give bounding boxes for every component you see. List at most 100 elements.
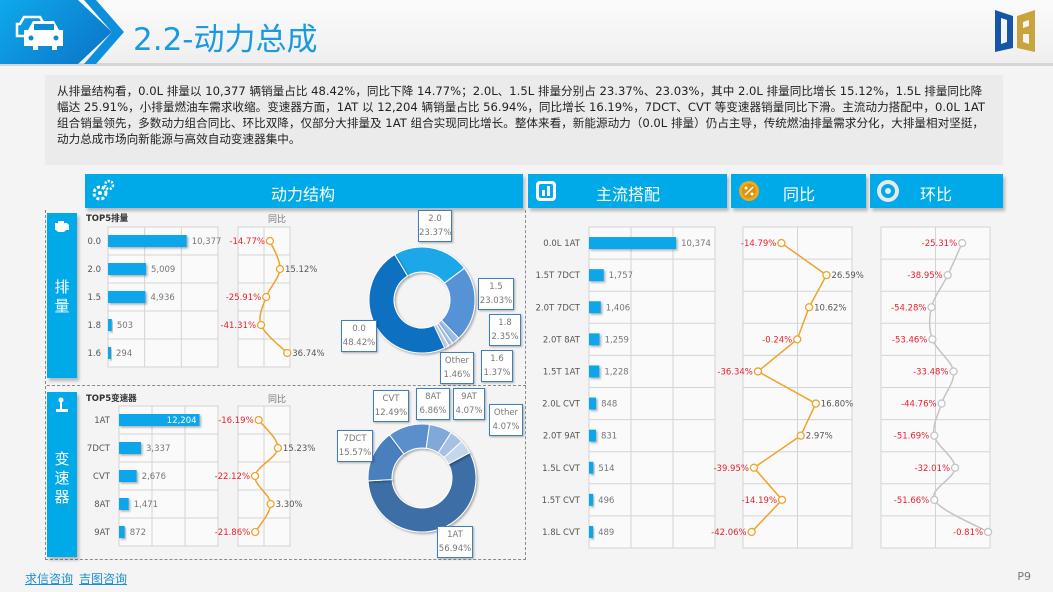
pie-label-pct: 12.49% [374,408,408,418]
pie-slice-1at [367,451,477,533]
mom-point [928,335,937,344]
yoy-label: -21.86% [215,528,250,538]
section-header-yoy: 同比 [731,174,866,208]
yoy-label: -22.12% [215,472,250,482]
yoy-label: -39.95% [713,464,748,474]
pie-label-pct: 23.03% [479,296,513,306]
yoy-point [777,495,787,505]
bar-value-label: 1,406 [606,303,630,313]
bar [108,291,146,303]
yoy-point [266,499,275,509]
bar-value-label: 1,259 [605,335,629,345]
yoy-point [265,236,275,246]
side-label-text: 排量 [54,278,70,315]
yoy-point [254,415,263,425]
section-header-structure: 动力结构 [85,174,523,208]
category-label: 1.5T CVT [542,496,581,506]
pie-label: CVT 12.49% [373,390,409,422]
mom-label: -51.66% [894,496,929,506]
section-header-combo: 主流搭配 [528,174,727,208]
footer-link[interactable]: 求信咨询 [25,572,74,586]
yoy-label: 15.23% [283,444,315,454]
pie-label: Other 1.46% [440,352,474,384]
yoy-point [811,399,820,408]
category-label: 1.5T 7DCT [536,271,581,281]
yoy-label: 3.30% [276,500,303,510]
yoy-label: -36.34% [717,367,752,377]
bar [589,333,600,346]
bar [119,414,200,426]
bar-value-label: 1,471 [134,500,158,510]
yoy-label: -42.06% [711,528,746,538]
pie-label-pct: 1.46% [443,370,471,380]
bar [119,470,137,482]
category-label: 2.0T 8AT [543,335,581,345]
bar-value-label: 496 [598,496,614,506]
yoy-point [251,527,260,537]
yoy-title-transmission: 同比 [268,395,287,405]
bar [119,526,125,538]
gears-icon [92,179,115,201]
ring-icon [877,180,899,202]
pie-label-pct: 23.37% [419,228,452,238]
footer-link[interactable]: 吉图咨询 [79,572,128,586]
category-label: 2.0T 7DCT [536,303,581,313]
mom-label: -44.76% [901,400,936,410]
bar-value-label: 10,377 [192,237,222,247]
category-label: CVT [93,472,111,482]
category-label: 0.0L 1AT [543,239,581,249]
bar-value-label: 4,936 [150,293,174,303]
cars-icon [15,15,63,50]
bar [119,498,129,510]
bar [589,397,597,410]
pie-label-pct: 4.07% [492,422,520,432]
pie-label-name: Other [444,356,470,366]
bar-value-label: 2,676 [142,472,166,482]
panel-divider [47,385,526,386]
pie-label-name: CVT [382,394,400,404]
bar-value-label: 3,337 [146,444,170,454]
mom-point [983,527,993,537]
bar-value-label: 1,228 [604,367,628,377]
yoy-label: 16.80% [821,400,853,410]
bar [108,263,146,275]
pie-label-pct: 48.42% [342,338,376,348]
bar [589,269,604,282]
yoy-label: -16.19% [218,416,253,426]
section-title: 同比 [783,185,816,204]
section-title: 主流搭配 [596,185,661,204]
category-label: 2.0L CVT [542,400,581,410]
mom-label: -33.48% [913,367,948,377]
bar [108,235,187,247]
header [0,0,1053,66]
mom-label: -54.28% [891,303,926,313]
yoy-point [262,292,271,302]
category-label: 1.5T 1AT [543,367,581,377]
yoy-point [777,238,786,248]
yoy-title-displacement: 同比 [268,215,287,225]
bar [589,237,677,250]
bar [589,525,594,538]
mom-label: -38.95% [907,271,942,281]
yoy-label: 2.97% [806,432,833,442]
engine-icon [55,221,69,232]
pie-label-name: 7DCT [343,434,367,444]
category-label: 1.6 [87,349,101,359]
yoy-label: 10.62% [814,303,846,313]
bar-value-label: 872 [130,528,146,538]
pie-label-name: 1.6 [490,354,504,364]
mom-line [928,242,989,533]
mom-label: -0.81% [953,528,983,538]
pie-label-pct: 56.94% [438,544,472,554]
bar-chart-icon [536,181,556,201]
page-number: P9 [1017,570,1031,583]
yoy-point [250,471,260,481]
category-label: 1AT [94,416,111,426]
pie-label-pct: 6.86% [419,406,447,416]
